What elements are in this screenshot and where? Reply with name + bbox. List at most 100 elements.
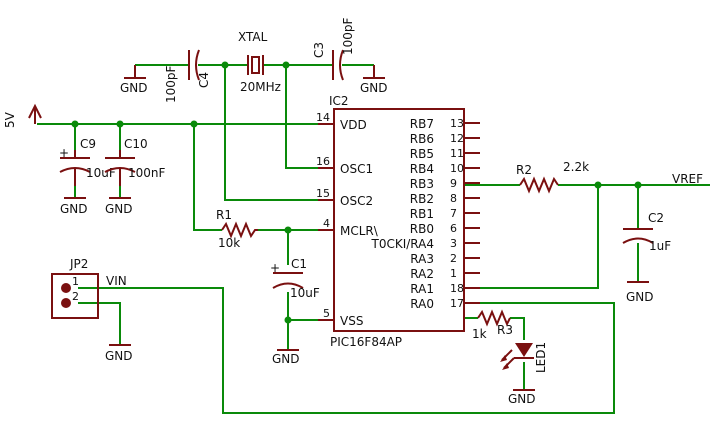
crystal-xtal: XTAL 20MHz	[238, 30, 281, 94]
gnd-led: GND	[508, 389, 536, 406]
ic-pin-name-right: RA1	[410, 282, 434, 296]
c4-name: C4	[197, 72, 211, 88]
ic-pin-number-right: 6	[450, 222, 457, 235]
ic-pin-number-right: 17	[450, 297, 464, 310]
ic-pin-number-right: 13	[450, 117, 464, 130]
r2-name: R2	[516, 163, 532, 177]
ic-pin-number-right: 12	[450, 132, 464, 145]
ic-pin-number-left: 4	[323, 217, 330, 230]
c4-value: 100pF	[164, 65, 178, 103]
c9-name: C9	[80, 137, 96, 151]
gnd-symbols: GND GND GND GND GND GND GND GND	[60, 65, 654, 406]
capacitor-c10: C10 100nF	[104, 137, 166, 186]
ic-pin-number-right: 3	[450, 237, 457, 250]
gnd-c10: GND	[105, 197, 133, 216]
capacitor-c2: C2 1uF	[622, 211, 671, 253]
capacitor-c9: + C9 10uF	[59, 137, 116, 186]
supply-5v: 5V	[3, 103, 42, 128]
gnd-c3: GND	[360, 65, 388, 95]
ic-pin-name-right: RB6	[410, 132, 434, 146]
header-jp2: JP2 1 2 VIN	[51, 257, 127, 319]
gnd-c9: GND	[60, 197, 88, 216]
ic-pin-name-left: OSC1	[340, 162, 373, 176]
gnd-c1: GND	[272, 349, 300, 366]
c3-value: 100pF	[341, 17, 355, 55]
r2-value: 2.2k	[563, 160, 589, 174]
r1-value: 10k	[218, 236, 240, 250]
led-led1: LED1	[500, 342, 548, 373]
crystal-value: 20MHz	[240, 80, 281, 94]
jp2-pin2: 2	[72, 290, 79, 303]
vin-label: VIN	[106, 274, 127, 288]
ic-pin-number-right: 2	[450, 252, 457, 265]
ic-pin-number-right: 9	[450, 177, 457, 190]
ic-pic16f84ap: IC2 PIC16F84AP VDD14OSC116OSC215MCLR\4VS…	[316, 94, 480, 349]
capacitor-c4: 100pF C4	[164, 49, 211, 103]
vref-label: VREF	[672, 172, 703, 186]
c9-value: 10uF	[86, 166, 116, 180]
ic-pin-number-right: 11	[450, 147, 464, 160]
ic-pin-name-right: RA3	[410, 252, 434, 266]
r3-name: R3	[497, 323, 513, 337]
ic-name: IC2	[329, 94, 349, 108]
gnd-label: GND	[272, 352, 300, 366]
resistor-r1: R1 10k	[216, 208, 258, 250]
ic-pin-number-right: 1	[450, 267, 457, 280]
gnd-label: GND	[105, 349, 133, 363]
c10-value: 100nF	[128, 166, 166, 180]
c1-value: 10uF	[290, 286, 320, 300]
ic-pin-number-left: 5	[323, 307, 330, 320]
ic-pin-name-left: VDD	[340, 118, 367, 132]
gnd-c2: GND	[626, 281, 654, 304]
ic-part: PIC16F84AP	[330, 335, 402, 349]
ic-pin-number-right: 18	[450, 282, 464, 295]
ic-pin-name-right: RB4	[410, 162, 434, 176]
c1-name: C1	[291, 257, 307, 271]
r3-value: 1k	[472, 327, 487, 341]
gnd-jp2: GND	[105, 344, 133, 363]
ic-pin-name-right: RB7	[410, 117, 434, 131]
gnd-c4: GND	[120, 65, 148, 95]
resistor-r2: R2 2.2k	[516, 160, 589, 194]
ic-pin-number-right: 10	[450, 162, 464, 175]
c1-plus: +	[270, 261, 280, 275]
ic-pin-name-right: RA2	[410, 267, 434, 281]
crystal-name: XTAL	[238, 30, 268, 44]
ic-pin-name-right: RB5	[410, 147, 434, 161]
resistor-r3: 1k R3	[472, 309, 513, 341]
ic-pin-number-left: 15	[316, 187, 330, 200]
c3-name: C3	[312, 42, 326, 58]
ic-pin-name-right: RB0	[410, 222, 434, 236]
ic-pin-name-left: OSC2	[340, 194, 373, 208]
gnd-label: GND	[360, 81, 388, 95]
ic-pin-name-right: RB3	[410, 177, 434, 191]
ic-pin-name-left: VSS	[340, 314, 363, 328]
ic-pin-name-right: T0CKI/RA4	[371, 237, 435, 251]
ic-pin-name-right: RA0	[410, 297, 434, 311]
ic-pin-number-right: 8	[450, 192, 457, 205]
supply-label: 5V	[3, 111, 17, 128]
c2-name: C2	[648, 211, 664, 225]
ic-pin-number-left: 16	[316, 155, 330, 168]
jp2-pin1: 1	[72, 275, 79, 288]
gnd-label: GND	[60, 202, 88, 216]
junctions	[71, 61, 642, 324]
capacitor-c1: + C1 10uF	[270, 257, 320, 300]
r1-name: R1	[216, 208, 232, 222]
ic-pin-name-right: RB1	[410, 207, 434, 221]
gnd-label: GND	[120, 81, 148, 95]
c10-name: C10	[124, 137, 148, 151]
ic-pin-name-left: MCLR\	[340, 224, 379, 238]
ic-pin-name-right: RB2	[410, 192, 434, 206]
gnd-label: GND	[508, 392, 536, 406]
ic-pin-number-right: 7	[450, 207, 457, 220]
jp2-name: JP2	[69, 257, 88, 271]
c2-value: 1uF	[649, 239, 671, 253]
gnd-label: GND	[626, 290, 654, 304]
capacitor-c3: C3 100pF	[312, 17, 355, 81]
c9-plus: +	[59, 146, 69, 160]
ic-pin-number-left: 14	[316, 111, 330, 124]
